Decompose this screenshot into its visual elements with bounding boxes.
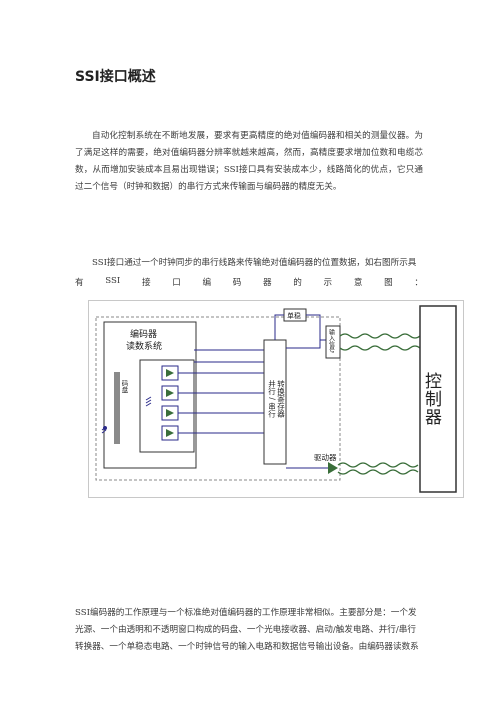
parallel-data-lines (178, 349, 264, 434)
clock-cable (339, 333, 421, 339)
amplifier-icon (166, 429, 174, 437)
intro-paragraph: 自动化控制系统在不断地发展，要求有更高精度的绝对值编码器和相关的测量仪器。为了满… (75, 131, 423, 192)
spaced-char: 编 (202, 278, 212, 288)
clock-cable (339, 345, 421, 351)
code-disc (114, 372, 120, 444)
encoder-reading-system-box (103, 321, 197, 469)
controller-label: 控制器 (421, 372, 442, 426)
spaced-char: ： (414, 278, 423, 288)
photodiode-icon (145, 396, 152, 407)
reading-system-label: 读数系统 (126, 340, 162, 352)
clock-wire (286, 339, 326, 349)
spaced-char: 器 (263, 278, 272, 288)
encoder-enclosure (95, 316, 341, 481)
spaced-char: 码 (232, 278, 242, 288)
amplifier-icon (166, 409, 174, 417)
monostable-label: 单稳 (287, 311, 301, 320)
working-principle-paragraph: SSI编码器的工作原理与一个标准绝对值编码器的工作原理非常相似。主要部分是：一个… (75, 608, 419, 652)
led-icon (103, 426, 107, 430)
input-signal-label: 输入信号 (328, 328, 335, 354)
page-title: SSI接口概述 (75, 69, 156, 85)
photodetector-box (139, 359, 195, 453)
diagram-frame (88, 300, 464, 498)
spaced-char: 有 (75, 278, 84, 288)
monostable-wire (274, 314, 284, 340)
disc-label: 码盘 (120, 380, 128, 394)
converter-label-1: 并行 / 串行 (267, 379, 276, 419)
ssi-description-line-2: 有 SSI 接 口 编 码 器 的 示 意 图 ： (75, 276, 423, 288)
controller-box (419, 305, 457, 493)
spaced-char: 图 (384, 278, 393, 288)
driver-icon (328, 462, 338, 474)
spaced-char: 意 (353, 278, 363, 288)
ssi-encoder-diagram: 编码器 读数系统 码盘 并行 / 串行 转换寄存器 单稳 输入信号 (88, 300, 464, 498)
data-cable (337, 469, 419, 475)
converter-label-2: 转换寄存器 (276, 379, 285, 419)
data-cable (337, 462, 419, 468)
receiver-array (145, 365, 179, 441)
spaced-char: 口 (172, 278, 181, 288)
spaced-char: 示 (323, 278, 333, 288)
amplifier-icon (166, 389, 174, 397)
encoder-label: 编码器 (130, 328, 157, 340)
spaced-char: 的 (293, 278, 302, 288)
spaced-char: SSI (105, 276, 121, 286)
input-signal-box (325, 325, 341, 359)
amplifier-icon (166, 369, 174, 377)
ssi-description-line-1: SSI接口通过一个时钟同步的串行线路来传输绝对值编码器的位置数据，如右图所示具 (92, 258, 417, 268)
spaced-char: 接 (141, 278, 151, 288)
monostable-wire (306, 314, 321, 340)
driver-label: 驱动器 (314, 452, 337, 462)
